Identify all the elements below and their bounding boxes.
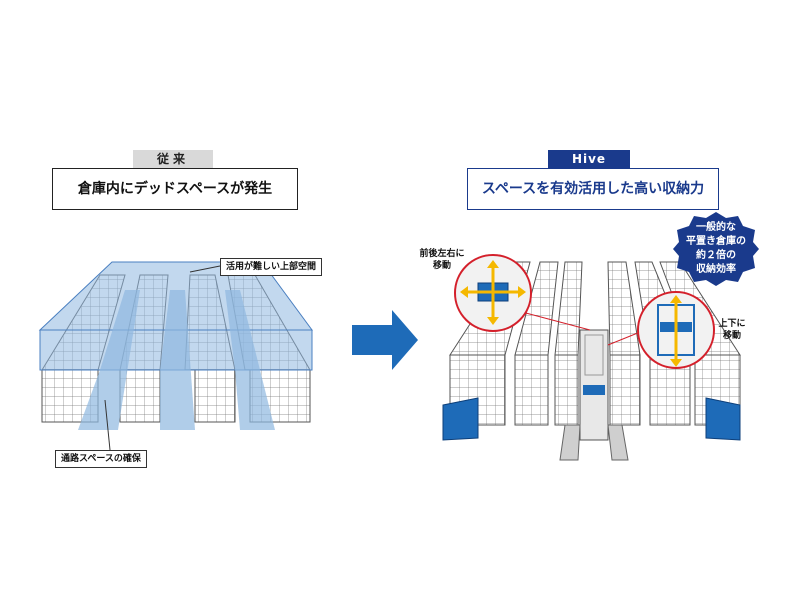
conventional-headline: 倉庫内にデッドスペースが発生 [52, 168, 298, 210]
callout-upper-space: 活用が難しい上部空間 [220, 258, 323, 276]
badge-text: 一般的な 平置き倉庫の 約２倍の 収納効率 [686, 222, 746, 275]
label-vertical-move: 上下に 移動 [718, 319, 746, 341]
callout-aisle-space: 通路スペースの確保 [55, 450, 147, 468]
zoom-vertical-move [607, 291, 715, 369]
label-horizontal-move: 前後左右に 移動 [419, 249, 465, 271]
zoom-horizontal-move [454, 254, 591, 332]
transition-arrow [352, 310, 418, 370]
conveyors [559, 424, 629, 461]
storage-efficiency-badge: 一般的な 平置き倉庫の 約２倍の 収納効率 [673, 212, 759, 286]
station-left [442, 397, 479, 441]
hive-headline: スペースを有効活用した高い収納力 [467, 168, 719, 210]
station-right [705, 397, 741, 441]
vertical-lift-tower [579, 329, 609, 441]
badge-seal-shape [673, 212, 759, 286]
conventional-tag: 従来 [133, 150, 213, 168]
hive-tag: Hive [548, 150, 630, 168]
aisle-space-overlay [78, 290, 275, 430]
